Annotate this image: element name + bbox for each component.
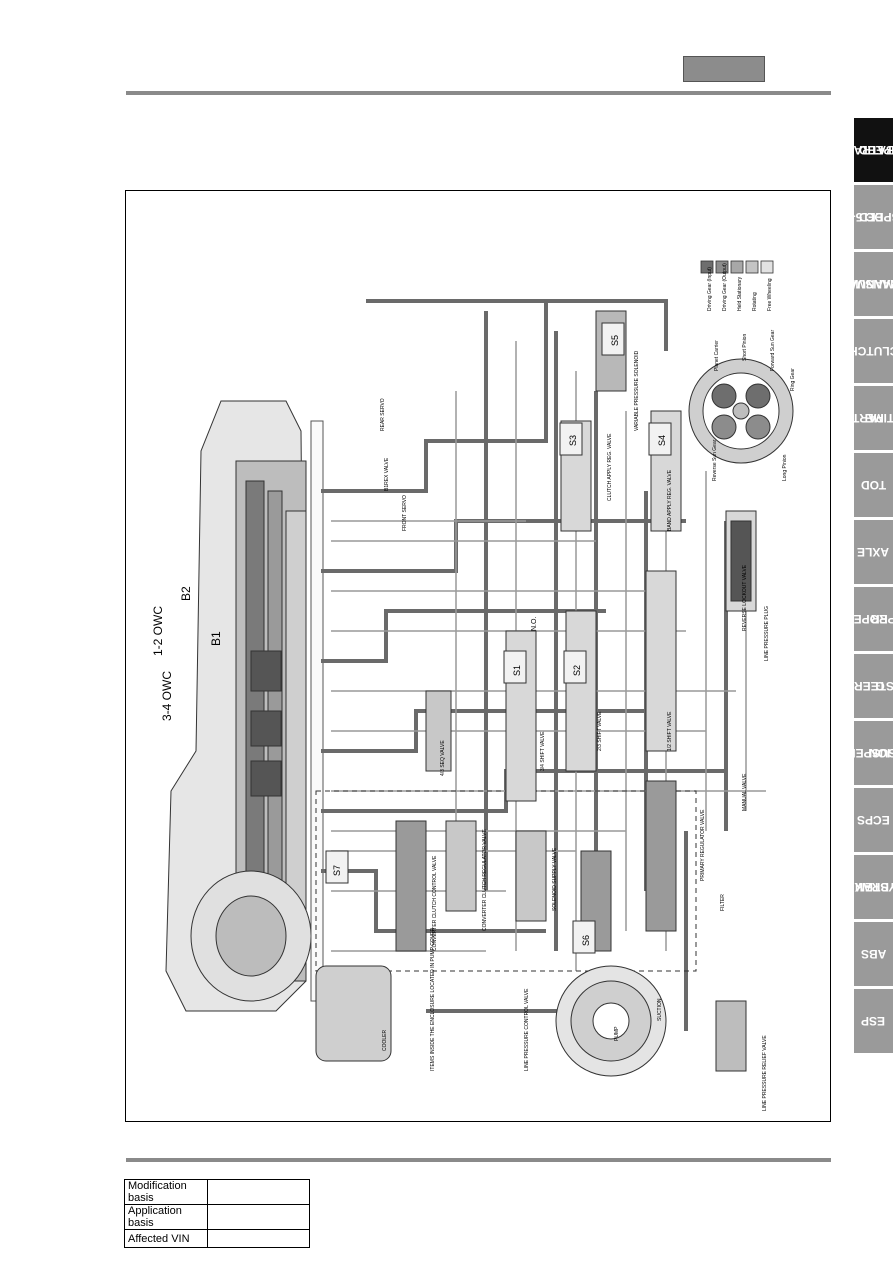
label-band-apply-reg-valve: BAND APPLY REG. VALVE: [667, 469, 673, 531]
label-manual-valve: MANUAL VALVE: [742, 773, 748, 811]
pump-cover-enclosure: [315, 790, 697, 972]
label-line-pressure-control-valve: LINE PRESSURE CONTROL VALVE: [524, 988, 530, 1071]
label-filter: FILTER: [720, 894, 726, 911]
label-reverse-lockout-valve: REVERSE LOCKOUT VALVE: [742, 564, 748, 631]
sidebar-tab-manual-transmission[interactable]: MANUALTRANSMI: [841, 252, 893, 316]
label-items-inside-enclosure: ITEMS INSIDE THE ENCLOSURE LOCATED IN PU…: [430, 928, 436, 1071]
label-reverse-sun-gear: Reverse Sun Gear: [712, 439, 718, 481]
sidebar-tab-batra-4-speed[interactable]: BATRA 4-SPEED: [840, 118, 893, 182]
sidebar-tab-label: ABS: [860, 947, 887, 961]
label-line-pressure-relief-valve: LINE PRESSURE RELIEF VALVE: [762, 1035, 768, 1111]
label-variable-pressure-solenoid: VARIABLE PRESSURE SOLENOID: [634, 350, 640, 431]
label-suction: SUCTION: [657, 998, 663, 1021]
label-cooler: COOLER: [382, 1029, 388, 1051]
hydraulic-circuit-diagram: 1-2 OWC B2 B1 3-4 OWC S1 S2 S3 S4 S5 S6 …: [151, 260, 796, 1111]
header-rule: [126, 91, 831, 95]
sidebar-tab-abs[interactable]: ABS: [854, 922, 893, 986]
legend-driving-input: Driving Gear (Input): [707, 267, 713, 311]
label-1-2-owc: 1-2 OWC: [151, 606, 165, 656]
label-4-3-seq-valve: 4/3 SEQ VALVE: [440, 740, 446, 776]
sidebar-tab-label: TOD: [860, 478, 887, 492]
label-s2: S2: [572, 665, 582, 676]
label-converter-clutch-regulator-valve: CONVERTER CLUTCH REGULATOR VALVE: [482, 829, 488, 931]
label-n-o: N.O.: [531, 617, 538, 631]
header-section-tab: [683, 56, 765, 82]
sidebar-tab-label: DC 5-SPEED: [851, 210, 893, 224]
sidebar-tab-label: BRAKESYSTEM: [846, 880, 893, 894]
legend-driving-output: Driving Gear (Output): [722, 263, 728, 311]
label-front-servo: FRONT SERVO: [402, 495, 408, 531]
sidebar-tab-brake-system[interactable]: BRAKESYSTEM: [846, 855, 893, 919]
sidebar-tab-label: MANUALTRANSMI: [841, 277, 893, 291]
footer-rule: [126, 1158, 831, 1162]
sidebar-tab-label: BATRA 4-SPEED: [840, 143, 893, 157]
affected-vin-label: Affected VIN: [124, 1229, 208, 1248]
label-s3: S3: [568, 435, 578, 446]
label-3-4-shift-valve: 3/4 SHIFT VALVE: [540, 731, 546, 771]
table-row: Application basis: [124, 1204, 310, 1230]
label-b1rex-valve: B1REX VALVE: [384, 457, 390, 491]
pump-gear: [555, 965, 667, 1077]
label-rear-servo: REAR SERVO: [380, 398, 386, 431]
label-b1: B1: [209, 631, 223, 646]
modification-basis-value: [207, 1179, 310, 1205]
sidebar-tab-clutch[interactable]: CLUTCH: [848, 319, 893, 383]
legend-rotating: Rotating: [752, 292, 758, 311]
planetary-gear-set: [688, 358, 794, 464]
sidebar-tab-tod[interactable]: TOD: [854, 453, 893, 517]
solenoids: [325, 322, 672, 954]
sidebar-tab-label: ESP: [861, 1014, 886, 1028]
modification-basis-label: Modification basis: [124, 1179, 208, 1205]
legend-free-wheeling: Free Wheeling: [767, 278, 773, 311]
label-long-pinion: Long Pinion: [782, 454, 788, 481]
label-pump: PUMP: [614, 1026, 620, 1041]
table-row: Modification basis: [124, 1179, 310, 1205]
sidebar-tab-axle[interactable]: AXLE: [854, 520, 893, 584]
legend-held-stationary: Held Stationary: [737, 276, 743, 311]
label-primary-regulator-valve: PRIMARY REGULATOR VALVE: [700, 809, 706, 881]
label-short-pinion: Short Pinion: [742, 334, 748, 361]
table-row: Affected VIN: [124, 1229, 310, 1248]
label-clutch-apply-reg-valve: CLUTCH APPLY REG. VALVE: [607, 433, 613, 501]
label-2-3-shift-valve: 2/3 SHIFT VALVE: [597, 711, 603, 751]
sidebar-tab-label: ECPS: [857, 813, 890, 827]
label-s6: S6: [581, 935, 591, 946]
sidebar-tab-esp[interactable]: ESP: [854, 989, 893, 1053]
application-basis-value: [207, 1204, 310, 1230]
label-b2: B2: [179, 586, 193, 601]
sidebar-tab-label: CLUTCH: [848, 344, 893, 358]
label-1-2-shift-valve: 1/2 SHIFT VALVE: [667, 711, 673, 751]
label-s1: S1: [512, 665, 522, 676]
modification-table: Modification basis Application basis Aff…: [124, 1179, 310, 1248]
gear-legend: [700, 260, 774, 274]
label-s4: S4: [657, 435, 667, 446]
sidebar-tab-dc-5-speed[interactable]: DC 5-SPEED: [851, 185, 893, 249]
label-s5: S5: [610, 335, 620, 346]
affected-vin-value: [207, 1229, 310, 1248]
label-line-pressure-plug: LINE PRESSURE PLUG: [764, 606, 770, 661]
sidebar-tab-ecps[interactable]: ECPS: [854, 788, 893, 852]
label-3-4-owc: 3-4 OWC: [160, 671, 174, 721]
label-converter-clutch-control-valve: CONVERTER CLUTCH CONTROL VALVE: [432, 855, 438, 951]
label-planet-carrier: Planet Carrier: [714, 340, 720, 371]
application-basis-label: Application basis: [124, 1204, 208, 1230]
sidebar-tab-label: AXLE: [857, 545, 890, 559]
hydraulic-diagram-frame: 1-2 OWC B2 B1 3-4 OWC S1 S2 S3 S4 S5 S6 …: [125, 190, 831, 1122]
transmission-cross-section: [165, 400, 324, 1012]
label-ring-gear: Ring Gear: [790, 368, 796, 391]
label-solenoid-supply-valve: SOLENOID SUPPLY VALVE: [552, 847, 558, 911]
label-forward-sun-gear: Forward Sun Gear: [770, 330, 776, 371]
label-s7: S7: [332, 865, 342, 876]
